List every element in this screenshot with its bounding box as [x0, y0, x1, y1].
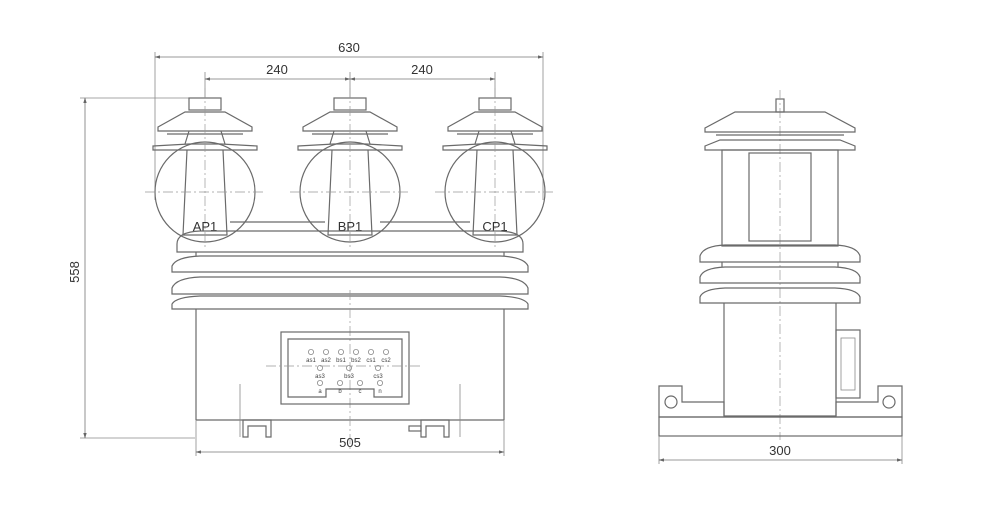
dim-label-505: 505 [339, 435, 361, 450]
terminal-label-a: a [318, 389, 322, 395]
terminal-label-bs3: bs3 [344, 374, 354, 380]
bushing-phase-b: BP1 [290, 88, 410, 250]
terminal-label-cs3: cs3 [373, 374, 383, 380]
terminal-c [356, 379, 363, 386]
terminal-n [376, 379, 383, 386]
dim-label-240-right: 240 [411, 62, 433, 77]
terminal-as2 [322, 348, 329, 355]
dim-label-300: 300 [769, 443, 791, 458]
terminal-label-as2: as2 [321, 358, 331, 364]
terminal-row-3: a b c n [316, 379, 383, 395]
front-mounting-feet [239, 384, 461, 438]
dim-label-630: 630 [338, 40, 360, 55]
dim-label-558: 558 [67, 261, 82, 283]
mounting-hole-right [882, 395, 896, 409]
terminal-label-bs1: bs1 [336, 358, 346, 364]
terminal-label-as1: as1 [306, 358, 316, 364]
terminal-cs3 [374, 364, 381, 371]
front-body-sheds [171, 221, 529, 310]
side-sheds [699, 244, 861, 304]
terminal-label-bs2: bs2 [351, 358, 361, 364]
terminal-bs1 [337, 348, 344, 355]
terminal-cs2 [382, 348, 389, 355]
terminal-label-as3: as3 [315, 374, 325, 380]
side-view: 300 [658, 90, 903, 464]
bushing-phase-c: CP1 [435, 88, 555, 250]
terminal-label-cs1: cs1 [366, 358, 376, 364]
side-base-plate [658, 385, 903, 437]
dimension-base-width: 505 [195, 420, 505, 456]
phase-label-ap1: AP1 [193, 219, 218, 234]
terminal-as3 [316, 364, 323, 371]
front-view: 630 240 240 558 [67, 40, 555, 456]
dimension-side-width: 300 [658, 436, 903, 464]
secondary-terminal-box: as1 as2 bs1 bs2 cs1 cs2 as3 bs3 cs3 a [266, 331, 420, 405]
terminal-bs2 [352, 348, 359, 355]
dimension-overall-width: 630 [154, 40, 544, 200]
terminal-label-b: b [338, 389, 342, 395]
bushing-phase-a: AP1 [145, 88, 265, 250]
phase-label-bp1: BP1 [338, 219, 363, 234]
terminal-bs3 [345, 364, 352, 371]
side-terminal-box [835, 329, 861, 399]
terminal-label-cs2: cs2 [381, 358, 391, 364]
terminal-a [316, 379, 323, 386]
terminal-b [336, 379, 343, 386]
terminal-cs1 [367, 348, 374, 355]
side-lower-housing [723, 303, 861, 416]
terminal-label-n: n [378, 389, 381, 395]
terminal-as1 [307, 348, 314, 355]
mounting-hole-left [664, 395, 678, 409]
terminal-row-1: as1 as2 bs1 bs2 cs1 cs2 [306, 348, 391, 364]
dimension-height: 558 [67, 97, 195, 439]
side-top-bushing [704, 90, 856, 440]
dimension-phase-pitch: 240 240 [204, 62, 496, 98]
terminal-label-c: c [359, 389, 362, 395]
terminal-row-2: as3 bs3 cs3 [315, 364, 383, 380]
dim-label-240-left: 240 [266, 62, 288, 77]
phase-label-cp1: CP1 [482, 219, 507, 234]
